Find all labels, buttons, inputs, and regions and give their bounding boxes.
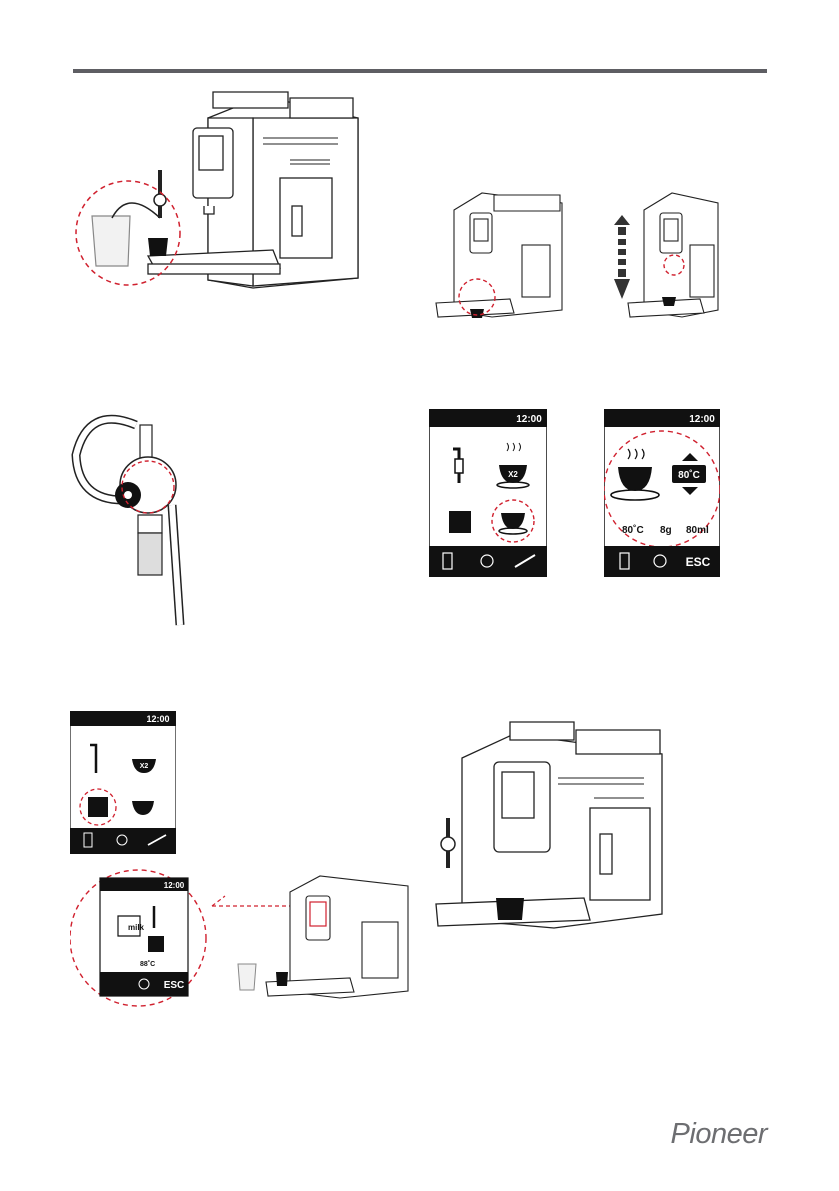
double-cup-label: X2 — [508, 470, 518, 479]
esc-label: ESC — [686, 555, 711, 569]
temperature-setting: 80˚C — [622, 524, 644, 536]
double-cup-label: X2 — [140, 763, 149, 770]
figure-steam-valve-detail — [71, 414, 185, 626]
milk-label: milk — [128, 923, 145, 932]
screen-coffee-settings: 12:00 80˚C 80˚C 8g 80ml ESC — [604, 409, 720, 577]
figure-milk-dispensing: 12:00 milk 88˚C ESC — [70, 869, 409, 1007]
clock-label: 12:00 — [689, 414, 715, 425]
clock-label: 12:00 — [516, 414, 542, 425]
header-rule — [73, 69, 767, 73]
milk-temperature: 88˚C — [140, 960, 155, 968]
temperature-badge: 80˚C — [678, 469, 700, 481]
figure-spout-height-adjustment — [435, 192, 719, 318]
figure-steam-wand-milk-jug — [75, 91, 359, 289]
figure-coffee-machine-cup — [435, 721, 663, 929]
clock-label: 12:00 — [146, 714, 169, 724]
screen-menu-milk-selection: 12:00 X2 — [70, 711, 176, 854]
esc-label: ESC — [164, 980, 185, 991]
brand-logo: Pioneer — [670, 1118, 768, 1150]
dose-setting: 8g — [660, 525, 672, 536]
screen-main-menu: 12:00 X2 — [429, 409, 547, 577]
clock-label: 12:00 — [164, 881, 185, 890]
volume-setting: 80ml — [686, 525, 709, 536]
